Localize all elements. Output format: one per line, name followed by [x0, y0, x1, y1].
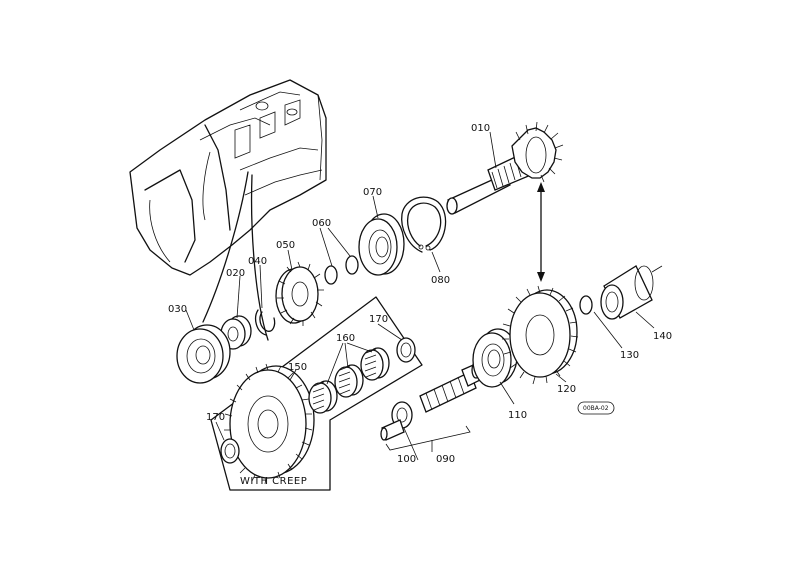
bracket-090 [385, 425, 471, 451]
label-060: 060 [312, 218, 331, 229]
label-170-upper: 170 [369, 314, 388, 325]
leader-line [250, 174, 269, 341]
label-170-lower: 170 [206, 412, 225, 423]
washer-170-left [220, 438, 240, 464]
reference-code: 00BA-02 [577, 401, 615, 415]
label-010: 010 [471, 123, 490, 134]
with-creep-box [210, 296, 423, 491]
reference-code-text: 00BA-02 [583, 405, 609, 412]
sleeve-140 [600, 265, 663, 320]
gear-150 [224, 363, 315, 485]
snap-ring-130 [579, 295, 593, 315]
label-100: 100 [397, 454, 416, 465]
label-130: 130 [620, 350, 639, 361]
with-creep-label: WITH CREEP [240, 476, 307, 487]
label-150: 150 [288, 362, 307, 373]
bearing-110 [472, 328, 518, 388]
washer-170-right [396, 337, 416, 363]
needle-bearings-160 [308, 347, 390, 414]
label-110: 110 [508, 410, 527, 421]
label-080: 080 [431, 275, 450, 286]
leader-line [202, 171, 249, 323]
label-140: 140 [653, 331, 672, 342]
label-120: 120 [557, 384, 576, 395]
snap-ring-040 [255, 309, 276, 336]
bearing-070 [358, 213, 405, 276]
label-050: 050 [276, 240, 295, 251]
shaft-090 [380, 361, 485, 441]
alignment-arrow [537, 182, 545, 282]
label-070: 070 [363, 187, 382, 198]
bearing-030 [176, 324, 231, 384]
transmission-housing [129, 79, 327, 276]
label-020: 020 [226, 268, 245, 279]
snap-rings-060 [324, 255, 359, 285]
gear-120 [502, 285, 579, 385]
label-090: 090 [436, 454, 455, 465]
label-040: 040 [248, 256, 267, 267]
gear-050 [275, 261, 324, 326]
label-160: 160 [336, 333, 355, 344]
shaft-gear-010 [446, 121, 564, 215]
label-leaders [185, 131, 655, 461]
label-030: 030 [168, 304, 187, 315]
snap-ring-080 [401, 196, 447, 253]
